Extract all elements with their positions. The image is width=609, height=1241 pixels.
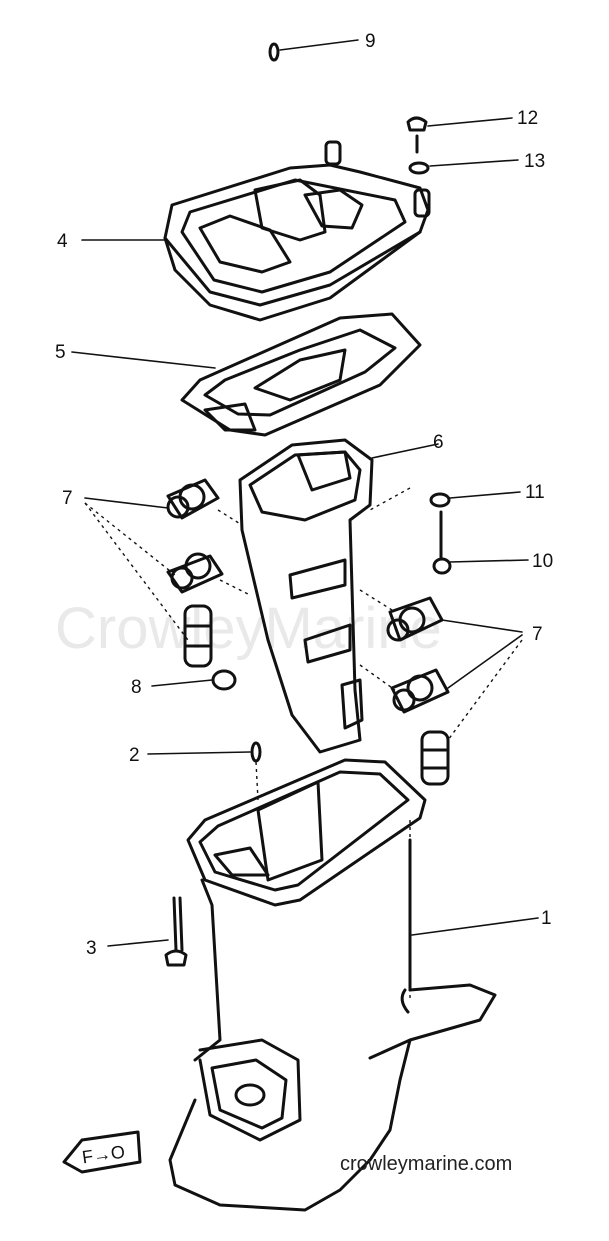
callout-2: 2: [129, 745, 140, 766]
callout-8: 8: [131, 677, 142, 698]
part-7-mounts-right: [359, 589, 523, 786]
mount-lower-right: [420, 730, 450, 786]
part-8-plug: [151, 669, 237, 691]
front-direction-arrow-icon: F→O: [62, 1130, 142, 1174]
part-7-mounts-left: [84, 478, 251, 668]
front-mark-label: F→O: [81, 1142, 126, 1168]
part-12-bolt: [406, 116, 513, 154]
watermark: CrowleyMarine: [55, 596, 442, 661]
mount-lower-left: [183, 604, 213, 668]
callout-10: 10: [532, 551, 553, 572]
callout-13: 13: [524, 151, 545, 172]
callout-7-right: 7: [532, 624, 543, 645]
callout-11: 11: [525, 482, 545, 503]
part-13-washer: [408, 159, 519, 175]
mount-upper-left: [166, 478, 220, 520]
callout-5: 5: [55, 342, 66, 363]
callout-9: 9: [365, 31, 376, 52]
part-4-upper-casing: [81, 140, 431, 322]
callout-3: 3: [86, 938, 97, 959]
mount-mid-right: [390, 668, 450, 714]
part-9-o-ring: [268, 39, 359, 62]
site-url[interactable]: crowleymarine.com: [340, 1153, 512, 1175]
part-1-lower-casing: [168, 758, 539, 1212]
callout-4: 4: [57, 231, 68, 252]
callout-12: 12: [517, 108, 538, 129]
part-11-washer: [429, 491, 521, 508]
part-3-bolt: [107, 896, 188, 967]
callout-7-left: 7: [62, 488, 73, 509]
callout-6: 6: [433, 432, 444, 453]
callout-1: 1: [541, 908, 552, 929]
mount-mid-left: [166, 552, 224, 594]
part-2-dowel: [147, 741, 262, 801]
part-10-bolt: [369, 487, 529, 575]
part-6-exhaust-housing: [238, 438, 439, 754]
part-5-gasket: [71, 312, 422, 437]
